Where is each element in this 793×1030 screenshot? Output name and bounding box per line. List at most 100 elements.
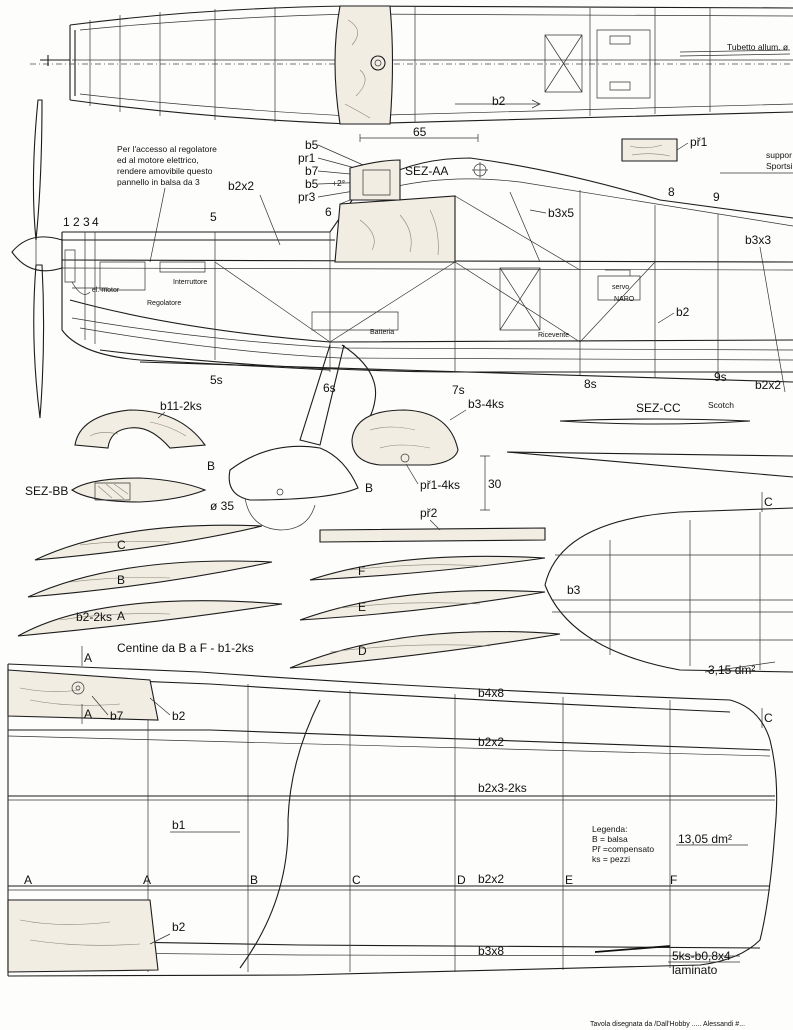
svg-text:A: A: [24, 873, 32, 887]
svg-text:pr3: pr3: [298, 190, 316, 204]
svg-text:SEZ-AA: SEZ-AA: [405, 164, 448, 178]
marker-b-left: B: [207, 459, 215, 473]
footer-credit: Tavola disegnata da /Dall'Hobby ..... Al…: [590, 1021, 745, 1028]
svg-text:D: D: [457, 873, 466, 887]
svg-text:Batteria: Batteria: [370, 329, 394, 336]
svg-text:9s: 9s: [714, 370, 727, 384]
svg-text:Regolatore: Regolatore: [147, 300, 181, 307]
svg-text:Per l'accesso al regolatore: Per l'accesso al regolatore: [117, 144, 217, 154]
svg-text:4: 4: [92, 215, 99, 229]
svg-text:Ricevente: Ricevente: [538, 332, 569, 339]
svg-text:b2: b2: [172, 920, 186, 934]
svg-text:b3x3: b3x3: [745, 233, 771, 247]
svg-text:b2x2: b2x2: [228, 179, 254, 193]
svg-text:b3x5: b3x5: [548, 206, 574, 220]
svg-text:3,15 dm²: 3,15 dm²: [708, 663, 755, 677]
svg-text:pannello in balsa da 3: pannello in balsa da 3: [117, 177, 200, 187]
svg-text:C: C: [117, 538, 126, 552]
fuselage-top-view: b2 Tubetto allum. ø: [30, 5, 793, 125]
svg-text:pr1: pr1: [298, 151, 316, 165]
svg-text:B: B: [250, 873, 258, 887]
svg-text:suppor: suppor: [766, 150, 792, 160]
svg-text:el. motor: el. motor: [92, 287, 120, 294]
svg-text:př1-4ks: př1-4ks: [420, 478, 460, 492]
svg-text:b2-2ks: b2-2ks: [76, 610, 112, 624]
part-b11: b11-2ks: [74, 399, 207, 449]
svg-text:5: 5: [210, 210, 217, 224]
equipment-labels: el. motor Interruttore Regolatore Batter…: [92, 279, 635, 339]
legend: Legenda: B = balsa Př =compensato ks = p…: [592, 824, 654, 864]
svg-text:E: E: [358, 600, 366, 614]
svg-text:6: 6: [325, 205, 332, 219]
svg-text:Scotch: Scotch: [708, 400, 734, 410]
svg-text:b2x3-2ks: b2x3-2ks: [478, 781, 527, 795]
svg-text:F: F: [670, 873, 677, 887]
svg-text:C: C: [764, 495, 773, 509]
svg-text:Centine da B a F - b1-2ks: Centine da B a F - b1-2ks: [117, 641, 254, 655]
svg-text:b7: b7: [110, 709, 124, 723]
svg-text:b3-4ks: b3-4ks: [468, 397, 504, 411]
svg-text:b5: b5: [305, 177, 319, 191]
svg-text:9: 9: [713, 190, 720, 204]
ribs-right: F E D: [289, 555, 561, 669]
svg-text:E: E: [565, 873, 573, 887]
svg-text:Legenda:: Legenda:: [592, 824, 627, 834]
landing-gear: B B ø 35: [207, 344, 377, 531]
part-b3-4ks: b3-4ks př1-4ks: [351, 397, 504, 492]
dimension-65: 65: [359, 125, 479, 142]
former-numbers: 1 2 3 4 5 6: [63, 205, 332, 229]
svg-text:ø 35: ø 35: [210, 499, 234, 513]
svg-text:13,05 dm²: 13,05 dm²: [678, 832, 732, 846]
svg-text:Sportsi: Sportsi: [766, 161, 793, 171]
marker-b-right: B: [365, 481, 373, 495]
side-view-labels: b2x2 SEZ-AA b3x5 8 9 b3x3 b2 b2x2 5s 6s …: [210, 164, 786, 397]
svg-text:b2: b2: [172, 709, 186, 723]
svg-text:b3x8: b3x8: [478, 944, 504, 958]
svg-text:A: A: [143, 873, 151, 887]
svg-text:F: F: [358, 564, 365, 578]
svg-text:Interruttore: Interruttore: [173, 279, 207, 286]
svg-text:př2: př2: [420, 506, 438, 520]
section-bb: SEZ-BB: [25, 477, 207, 503]
svg-text:A: A: [84, 651, 92, 665]
svg-text:B: B: [117, 573, 125, 587]
section-cc: SEZ-CC Scotch: [559, 400, 751, 425]
wing-labels: A A b7 b2 b4x8 b2x2 b2x3-2ks b1 b2x2 b2 …: [24, 646, 748, 977]
svg-text:b2x2: b2x2: [755, 378, 781, 392]
svg-text:SEZ-BB: SEZ-BB: [25, 484, 68, 498]
svg-text:D: D: [358, 644, 367, 658]
svg-text:př1: př1: [690, 135, 708, 149]
svg-text:NARO: NARO: [614, 296, 635, 303]
svg-text:b7: b7: [305, 164, 319, 178]
svg-text:b1: b1: [172, 818, 186, 832]
pr1-block: př1: [621, 135, 708, 162]
svg-text:b5: b5: [305, 138, 319, 152]
svg-text:2: 2: [73, 215, 80, 229]
svg-text:b2x2: b2x2: [478, 872, 504, 886]
svg-text:rendere amovibile questo: rendere amovibile questo: [117, 166, 213, 176]
svg-text:Př =compensato: Př =compensato: [592, 844, 654, 854]
svg-text:8: 8: [668, 185, 675, 199]
stack-labels: b5 pr1 b7 b5 pr3 +2°: [298, 138, 373, 204]
tail-plan-lines: 30: [480, 451, 793, 511]
svg-text:SEZ-CC: SEZ-CC: [636, 401, 681, 415]
svg-text:5s: 5s: [210, 373, 223, 387]
svg-text:8s: 8s: [584, 377, 597, 391]
svg-text:b2: b2: [676, 305, 690, 319]
svg-text:b3: b3: [567, 583, 581, 597]
svg-text:5ks-b0,8x4: 5ks-b0,8x4: [672, 949, 731, 963]
svg-text:servo: servo: [612, 284, 629, 291]
access-note: Per l'accesso al regolatore ed al motore…: [117, 144, 217, 263]
wing-plan: [7, 663, 778, 977]
propeller: [11, 99, 63, 419]
svg-text:3: 3: [83, 215, 90, 229]
svg-text:C: C: [764, 711, 773, 725]
svg-text:30: 30: [488, 477, 502, 491]
fuselage-side-view: [61, 157, 793, 383]
svg-text:A: A: [84, 707, 92, 721]
tubetto-label: Tubetto allum. ø: [727, 42, 788, 52]
svg-text:b2x2: b2x2: [478, 735, 504, 749]
tail-surface: b3 3,15 dm² C C: [544, 492, 793, 728]
svg-text:ed al motore elettrico,: ed al motore elettrico,: [117, 155, 199, 165]
